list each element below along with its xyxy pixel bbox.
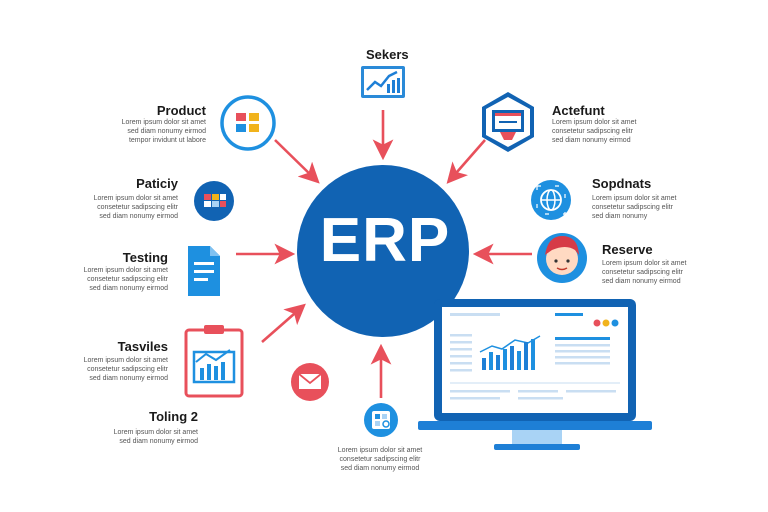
erp-center-circle [297, 165, 469, 337]
avatar-icon [537, 233, 587, 283]
erp-center-label: ERP [319, 206, 451, 275]
node-desc-testing-2: Lorem ipsum dolor sit amet sed diam nonu… [113, 429, 198, 445]
globe-icon [531, 180, 571, 220]
node-title-support: Sopdnats [592, 176, 652, 191]
node-title-testing-2: Toling 2 [149, 409, 198, 424]
node-desc-reserve: Lorem ipsum dolor sit amet consetetur sa… [602, 260, 687, 285]
node-title-account: Actefunt [552, 103, 605, 118]
arrow-tasks [261, 303, 306, 343]
chart-icon [361, 66, 405, 98]
node-title-tasks: Tasviles [117, 339, 168, 354]
node-desc-testing: Lorem ipsum dolor sit amet consetetur sa… [83, 267, 168, 292]
node-desc-tasks: Lorem ipsum dolor sit amet consetetur sa… [83, 357, 168, 382]
app-icon [364, 403, 398, 437]
node-desc-product: Lorem ipsum dolor sit amet sed diam nonu… [121, 119, 206, 144]
node-desc-bottom: Lorem ipsum dolor sit amet consetetur sa… [337, 447, 423, 472]
connector-arrows [236, 110, 532, 398]
document-icon [188, 246, 220, 296]
node-title-reserve: Reserve [602, 242, 653, 257]
arrow-account [446, 139, 486, 184]
node-desc-account: Lorem ipsum dolor sit amet consetetur sa… [552, 119, 637, 144]
mail-icon [291, 363, 329, 401]
arrow-product [274, 139, 320, 184]
node-desc-policy: Lorem ipsum dolor sit amet consetetur sa… [93, 195, 178, 220]
node-title-policy: Paticiy [136, 176, 178, 191]
laptop-dashboard-icon [418, 299, 652, 450]
monitor-icon [482, 92, 534, 152]
grid-icon [220, 95, 276, 151]
node-title-product: Product [156, 103, 206, 118]
clipboard-chart-icon [184, 325, 244, 398]
node-desc-support: Lorem ipsum dolor sit amet consetetur sa… [592, 195, 677, 220]
blocks-icon [194, 181, 234, 221]
node-title-sales: Sekers [366, 47, 409, 62]
node-title-testing: Testing [122, 250, 168, 265]
